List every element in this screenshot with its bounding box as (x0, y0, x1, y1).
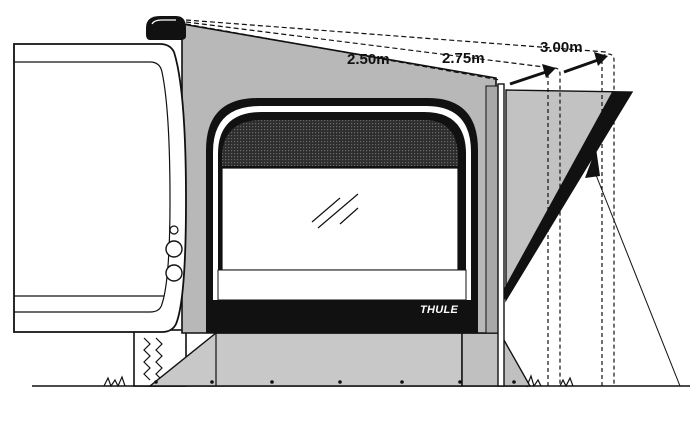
brand-logo: THULE (420, 304, 459, 316)
window-glare (339, 207, 359, 225)
door-mesh-panel (222, 120, 458, 166)
support-pole (497, 83, 505, 387)
extension-outline-300 (601, 53, 615, 386)
door-white-stripe (217, 269, 467, 301)
door-window (221, 167, 459, 271)
measurement-label-275: 2.75m (442, 50, 485, 67)
awning-edge-strip (485, 85, 499, 334)
rope-tensioner (585, 148, 600, 178)
extension-arrow (509, 64, 556, 86)
ground-pad-right (461, 332, 532, 387)
side-panel-dark-edge (500, 92, 632, 300)
measure-line-275 (185, 21, 553, 69)
window-glare (317, 193, 359, 229)
measure-line-250 (185, 23, 501, 81)
caravan-light (165, 240, 183, 258)
grass-tuft (559, 376, 574, 388)
caravan-body (13, 43, 187, 333)
caravan-light-small (169, 225, 179, 235)
ground-pad (148, 332, 463, 387)
skirt-zigzag (155, 337, 163, 381)
peg-dots (154, 380, 516, 384)
caravan-inner-line (14, 61, 171, 313)
cassette-highlight (151, 19, 176, 25)
grass-tuft (103, 375, 126, 388)
measurement-label-300: 3.00m (540, 39, 583, 56)
door-bottom-panel (206, 300, 478, 333)
extension-outline-275 (547, 67, 561, 386)
measure-line-300 (185, 19, 607, 53)
extension-arrow (563, 52, 608, 74)
caravan-light (165, 264, 183, 282)
skirt-zigzag (143, 337, 151, 381)
measurement-label-250: 2.50m (347, 51, 390, 68)
awning-cassette (146, 16, 186, 40)
guy-rope (593, 169, 681, 387)
window-glare (311, 197, 341, 223)
